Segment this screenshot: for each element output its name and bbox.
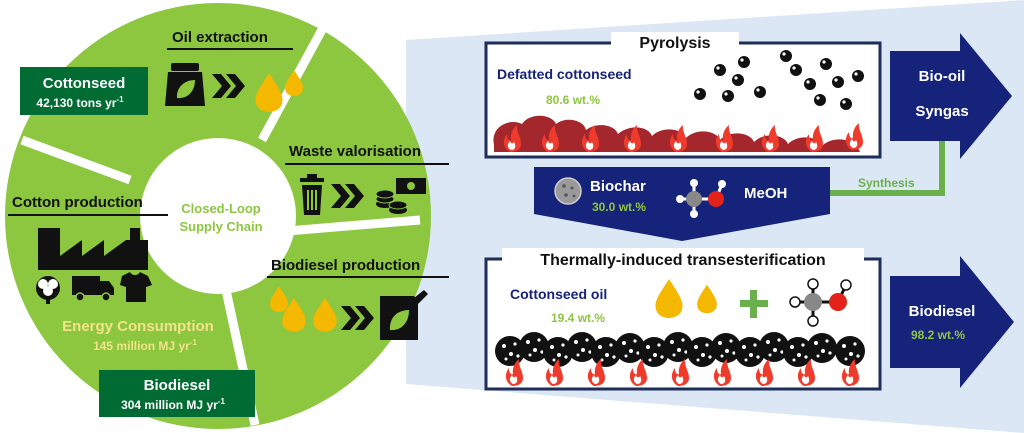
cottonseed-label: Cottonseed xyxy=(43,75,126,92)
factory-icon xyxy=(38,228,148,270)
biodiesel-production-title: Biodiesel production xyxy=(271,257,420,274)
cotton-production-title: Cotton production xyxy=(12,194,143,211)
cottonseed-value: 42,130 tons yr xyxy=(36,96,116,110)
synthesis-label: Synthesis xyxy=(858,176,915,190)
energy-value-text: 145 million MJ yr-1 xyxy=(93,338,197,353)
money-icon xyxy=(375,178,426,214)
energy-superscript: -1 xyxy=(190,338,198,347)
biodiesel-arrow: Biodiesel 98.2 wt.% xyxy=(890,256,1014,388)
tshirt-icon xyxy=(120,272,152,302)
transesterification-box: Thermally-induced transesterification Co… xyxy=(484,248,882,391)
wheel-center xyxy=(140,138,296,294)
truck-icon xyxy=(72,276,114,302)
biochar-funnel-arrow: Biochar 30.0 wt.% MeOH xyxy=(534,167,830,241)
bio-oil-syngas-arrow: Bio-oil Syngas xyxy=(890,33,1012,159)
cotton-flower-icon xyxy=(36,276,60,304)
center-label-line2: Supply Chain xyxy=(179,219,262,234)
energy-value: 145 million MJ yr xyxy=(93,339,190,353)
center-label-line1: Closed-Loop xyxy=(181,201,260,216)
seed-bag-icon xyxy=(165,63,205,106)
pyrolysis-box: Pyrolysis Defatted cottonseed 80.6 wt.% xyxy=(484,32,882,159)
biodiesel-arrow-value: 98.2 wt.% xyxy=(911,328,965,342)
cottonseed-oil-label: Cottonseed oil xyxy=(510,286,607,302)
methanol-molecule-icon xyxy=(789,278,852,327)
syngas-label: Syngas xyxy=(915,103,968,120)
biodiesel-output-box: Biodiesel 304 million MJ yr-1 xyxy=(99,370,255,417)
transesterification-title: Thermally-induced transesterification xyxy=(540,252,825,269)
biodiesel-output-value: 304 million MJ yr xyxy=(121,398,218,412)
bio-oil-label: Bio-oil xyxy=(919,68,966,85)
methanol-molecule-icon xyxy=(676,179,726,218)
cottonseed-value-text: 42,130 tons yr-1 xyxy=(36,95,124,110)
biodiesel-output-superscript: -1 xyxy=(218,397,226,406)
energy-label: Energy Consumption xyxy=(62,318,214,335)
oil-extraction-title: Oil extraction xyxy=(172,29,268,46)
cottonseed-box: Cottonseed 42,130 tons yr-1 xyxy=(20,67,148,115)
trash-bin-icon xyxy=(300,174,324,215)
defatted-cottonseed-label: Defatted cottonseed xyxy=(497,66,632,82)
pyrolysis-title: Pyrolysis xyxy=(639,35,710,52)
biodiesel-output-value-text: 304 million MJ yr-1 xyxy=(121,397,225,412)
biodiesel-arrow-label: Biodiesel xyxy=(909,303,976,320)
waste-valorisation-title: Waste valorisation xyxy=(289,143,421,160)
biochar-label: Biochar xyxy=(590,178,646,195)
fuel-can-icon xyxy=(380,290,428,340)
meoh-label: MeOH xyxy=(744,185,787,202)
cottonseed-superscript: -1 xyxy=(116,95,124,104)
biodiesel-output-label: Biodiesel xyxy=(144,377,211,394)
plus-icon xyxy=(740,290,768,318)
biochar-value: 30.0 wt.% xyxy=(592,200,646,214)
cottonseed-oil-value: 19.4 wt.% xyxy=(551,311,605,325)
defatted-cottonseed-value: 80.6 wt.% xyxy=(546,93,600,107)
